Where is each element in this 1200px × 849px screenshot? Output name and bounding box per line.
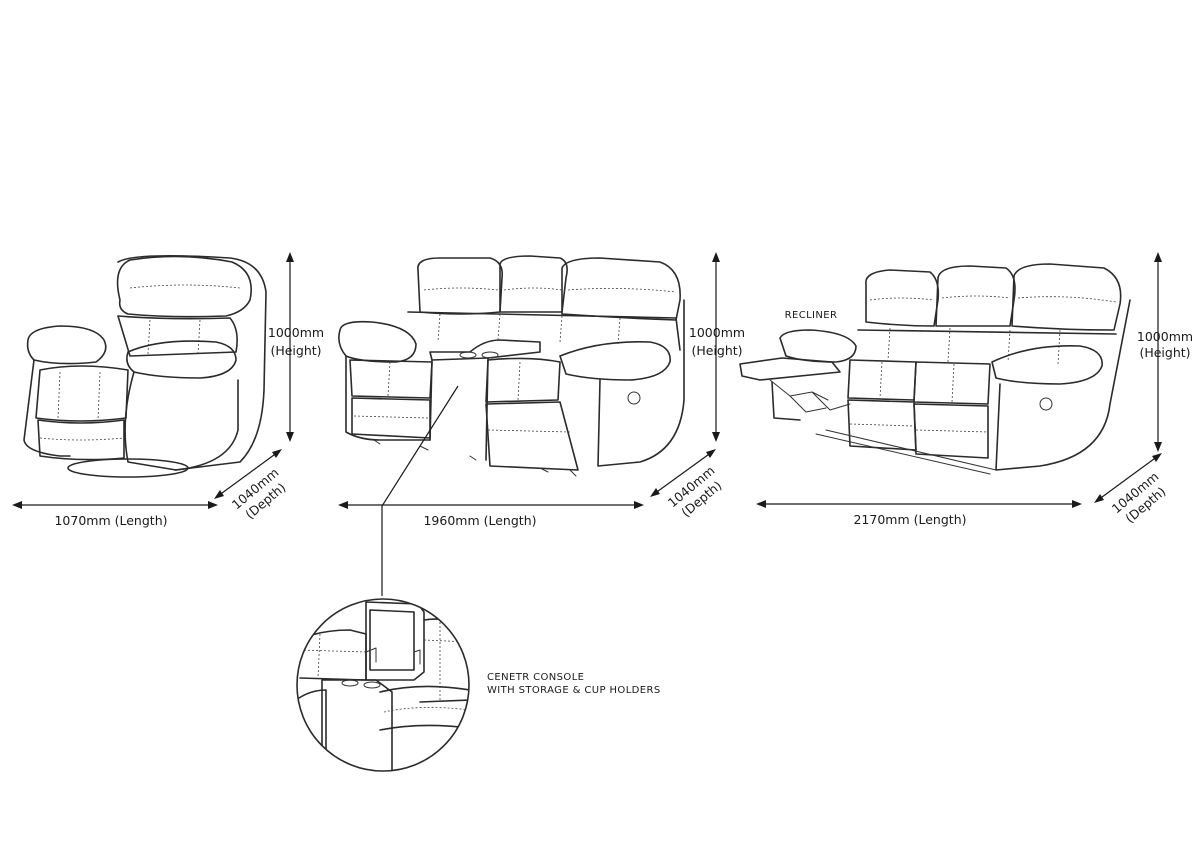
sofa-height-label: 1000mm <box>1137 329 1193 344</box>
console-caption-line1: CENETR CONSOLE <box>487 672 584 683</box>
recliner-chair-drawing <box>23 254 267 478</box>
chair-height-sub: (Height) <box>270 343 321 358</box>
sofa-height-sub: (Height) <box>1139 345 1190 360</box>
console-detail-zoom <box>296 598 470 772</box>
sofa-drawing <box>739 263 1131 475</box>
chair-height-label: 1000mm <box>268 325 324 340</box>
loveseat-height-sub: (Height) <box>691 343 742 358</box>
sofa-labels: 1000mm (Height) 1040mm (Depth) 2170mm (L… <box>785 310 1193 527</box>
loveseat-drawing <box>338 255 685 477</box>
loveseat-length-label: 1960mm (Length) <box>423 513 536 528</box>
recliner-callout: RECLINER <box>785 310 838 321</box>
loveseat-height-label: 1000mm <box>689 325 745 340</box>
loveseat-labels: 1000mm (Height) 1040mm (Depth) 1960mm (L… <box>423 325 745 528</box>
sofa-length-label: 2170mm (Length) <box>853 512 966 527</box>
recliner-chair-labels: 1000mm (Height) 1040mm (Depth) 1070mm (L… <box>54 325 324 528</box>
dimension-arrows <box>12 252 1162 596</box>
console-caption-line2: WITH STORAGE & CUP HOLDERS <box>487 685 661 696</box>
console-detail-caption: CENETR CONSOLE WITH STORAGE & CUP HOLDER… <box>487 672 661 696</box>
chair-length-label: 1070mm (Length) <box>54 513 167 528</box>
